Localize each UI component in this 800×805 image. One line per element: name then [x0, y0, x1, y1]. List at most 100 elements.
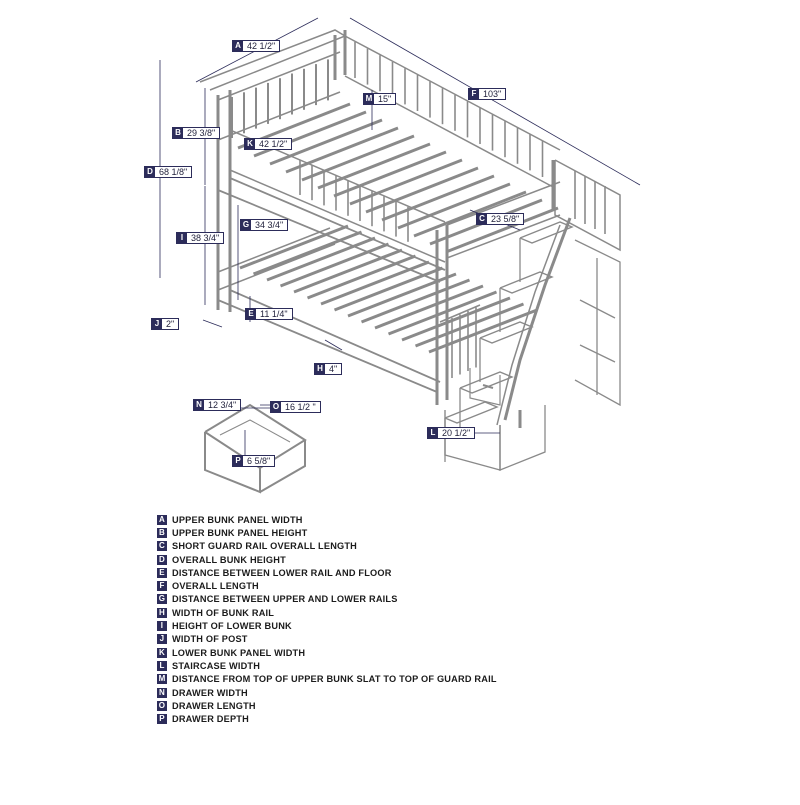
stair-drawer [469, 368, 501, 406]
bed-structure [199, 29, 561, 405]
drawer-structure [204, 403, 307, 494]
callout-value: 6 5/8" [247, 456, 271, 466]
lower-head [217, 243, 336, 291]
lower-slat [387, 290, 498, 336]
short-rail [446, 214, 561, 259]
lower-slat [306, 254, 417, 300]
lower-slat [401, 296, 511, 342]
lower-slat [347, 272, 457, 318]
lower-head [217, 227, 331, 273]
tower-panel [554, 159, 621, 252]
upper-slat [333, 150, 447, 198]
dim-line-j [202, 319, 223, 328]
stair-drawer [444, 410, 501, 471]
stair-step [459, 371, 514, 394]
callout-value: 23 5/8" [491, 214, 520, 224]
lower-slat [252, 230, 363, 276]
lower-slat [333, 266, 444, 312]
drawer-handle [482, 384, 494, 389]
dim-line-f [349, 17, 641, 186]
callout-value: 103" [483, 89, 502, 99]
callout-value: 38 3/4" [191, 233, 220, 243]
drawer-inner [219, 419, 291, 443]
callout-value: 34 3/4" [255, 220, 284, 230]
upper-slat [413, 190, 527, 238]
dimension-lines [159, 17, 641, 462]
stair-step [499, 271, 554, 294]
upper-slat [301, 134, 415, 182]
lower-slat [266, 236, 376, 282]
panel-rail [199, 29, 347, 91]
drawer-box [259, 440, 306, 493]
callout-value: 42 1/2" [247, 41, 276, 51]
side-rail [217, 189, 441, 283]
guard-rail [344, 35, 561, 151]
callout-value: 68 1/8" [159, 167, 188, 177]
lower-slat [360, 278, 471, 324]
upper-slat [445, 206, 559, 254]
lower-slat [414, 302, 525, 348]
side-rail [229, 177, 446, 271]
callout-value: 4" [329, 364, 338, 374]
callout-value: 11 1/4" [260, 309, 288, 319]
lower-slat [239, 224, 349, 270]
front-rail [229, 169, 446, 263]
upper-slat [397, 182, 511, 230]
lower-slat [428, 308, 538, 354]
lower-slat [293, 248, 403, 294]
lower-slat [320, 260, 430, 306]
upper-slat [381, 174, 495, 222]
callout-value: 15" [378, 94, 392, 104]
lower-rail [229, 289, 441, 383]
lower-slat [279, 242, 390, 288]
callout-value: 20 1/2" [442, 428, 471, 438]
staircase-structure [444, 159, 621, 471]
upper-slat [269, 118, 383, 166]
dim-line-h [324, 339, 343, 351]
callout-value: 42 1/2" [259, 139, 288, 149]
drawer-box [204, 432, 261, 494]
callout-value: 29 3/8" [187, 128, 216, 138]
upper-slat [285, 126, 399, 174]
lower-foot [439, 304, 481, 323]
short-rail [446, 181, 561, 226]
panel-rail [217, 51, 341, 101]
stair-step [519, 221, 574, 244]
callout-value: 16 1/2 " [285, 402, 316, 412]
stair-base [499, 405, 546, 471]
handrail [503, 217, 572, 421]
